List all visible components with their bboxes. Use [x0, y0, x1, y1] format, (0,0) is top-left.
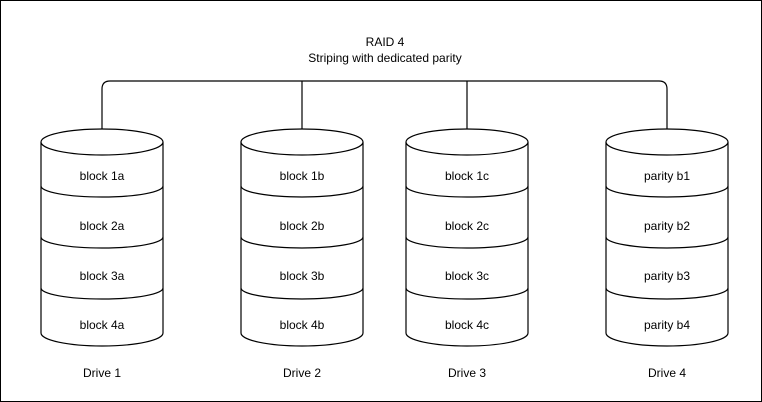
- block-label: block 1b: [280, 169, 325, 183]
- segment-divider: [240, 236, 364, 249]
- block-label: block 4b: [280, 318, 325, 332]
- block-label: block 3c: [445, 269, 489, 283]
- block-label: block 2c: [445, 219, 489, 233]
- segment-divider: [405, 287, 529, 300]
- block-label: parity b3: [644, 269, 690, 283]
- drive-2: block 1b block 2b block 3b block 4b Driv…: [240, 128, 364, 380]
- segment-divider: [605, 236, 729, 249]
- drive-cylinder-top: [605, 128, 729, 156]
- drive-cylinder-top: [405, 128, 529, 156]
- drive-cylinder-top: [240, 128, 364, 156]
- diagram-title: RAID 4: [366, 35, 405, 49]
- segment-divider: [40, 185, 164, 198]
- drive-cylinder-top: [40, 128, 164, 156]
- drive-label: Drive 3: [448, 366, 486, 380]
- block-label: block 4a: [80, 318, 125, 332]
- drive-label: Drive 4: [648, 366, 686, 380]
- block-label: parity b4: [644, 318, 690, 332]
- block-label: block 1a: [80, 169, 125, 183]
- drive-cylinder-body: [405, 142, 529, 347]
- drive-label: Drive 2: [283, 366, 321, 380]
- block-label: block 2b: [280, 219, 325, 233]
- block-label: block 3a: [80, 269, 125, 283]
- segment-divider: [40, 287, 164, 300]
- block-label: block 3b: [280, 269, 325, 283]
- drive-cylinder-body: [605, 142, 729, 347]
- block-label: parity b1: [644, 169, 690, 183]
- segment-divider: [405, 185, 529, 198]
- drive-1: block 1a block 2a block 3a block 4a Driv…: [40, 128, 164, 380]
- segment-divider: [40, 236, 164, 249]
- block-label: block 2a: [80, 219, 125, 233]
- diagram-subtitle: Striping with dedicated parity: [308, 51, 461, 65]
- segment-divider: [605, 287, 729, 300]
- segment-divider: [240, 185, 364, 198]
- block-label: block 1c: [445, 169, 489, 183]
- block-label: parity b2: [644, 219, 690, 233]
- segment-divider: [240, 287, 364, 300]
- segment-divider: [605, 185, 729, 198]
- drive-3: block 1c block 2c block 3c block 4c Driv…: [405, 128, 529, 380]
- drive-label: Drive 1: [83, 366, 121, 380]
- segment-divider: [405, 236, 529, 249]
- drive-cylinder-body: [40, 142, 164, 347]
- bus-line: [101, 80, 668, 130]
- drive-4: parity b1 parity b2 parity b3 parity b4 …: [605, 128, 729, 380]
- block-label: block 4c: [445, 318, 489, 332]
- drive-cylinder-body: [240, 142, 364, 347]
